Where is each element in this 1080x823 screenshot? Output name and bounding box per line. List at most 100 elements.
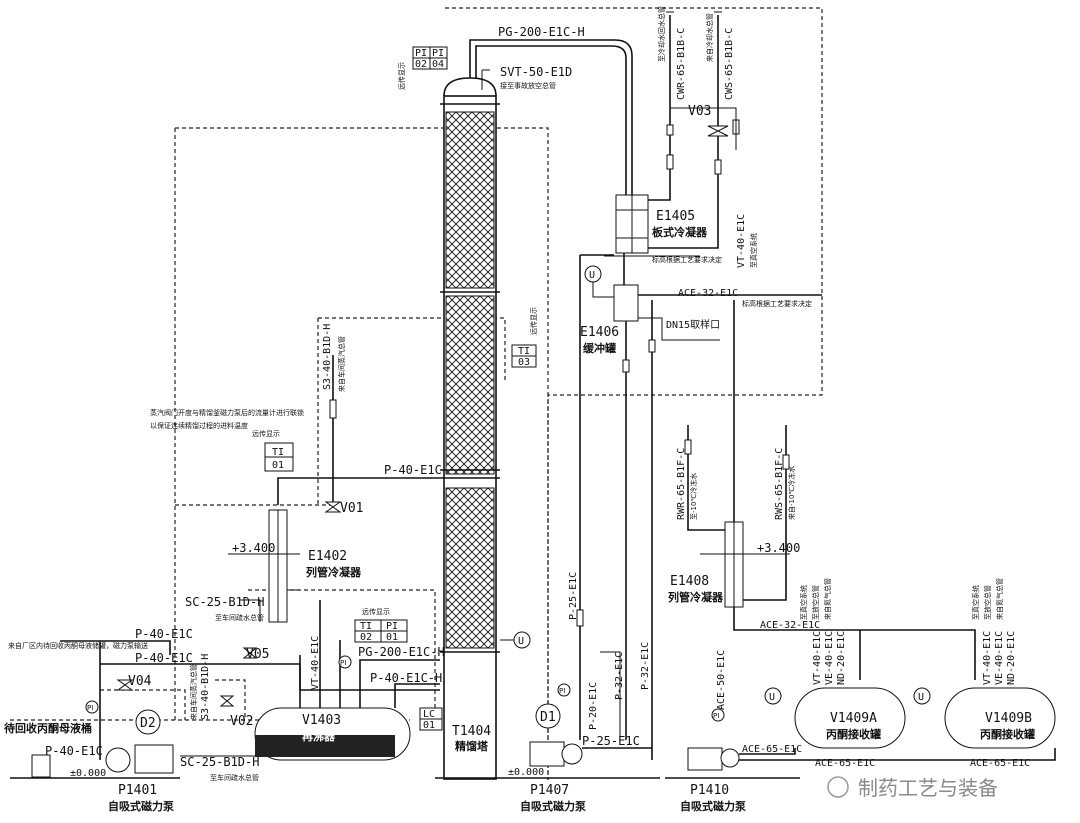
svg-text:PI: PI xyxy=(713,712,719,720)
watermark: 制药工艺与装备 xyxy=(827,776,998,800)
note-to-blowdown: 接至事故放空总管 xyxy=(500,81,556,90)
svg-text:P1407: P1407 xyxy=(530,783,569,798)
svg-text:RWS-65-B1F-C: RWS-65-B1F-C xyxy=(774,448,785,520)
svg-text:来自车间蒸汽总管: 来自车间蒸汽总管 xyxy=(189,664,198,720)
svg-text:来自氮气总管: 来自氮气总管 xyxy=(823,578,832,620)
svg-text:S3-40-B1D-H: S3-40-B1D-H xyxy=(322,324,333,390)
svg-text:LC: LC xyxy=(423,709,435,720)
reboiler-v1403: V1403 再沸器 VT-40-E1C PG-200-E1C-H P-40-E1… xyxy=(180,600,445,782)
svg-text:丙酮接收罐: 丙酮接收罐 xyxy=(826,727,881,741)
svg-text:D1: D1 xyxy=(540,710,556,725)
signal-boundaries xyxy=(10,7,823,780)
svg-text:来自氮气总管: 来自氮气总管 xyxy=(995,578,1004,620)
svg-text:VE-40-E1C: VE-40-E1C xyxy=(994,631,1005,685)
svg-text:ACE-65-E1C: ACE-65-E1C xyxy=(742,744,802,755)
svg-text:P-40-E1C-H: P-40-E1C-H xyxy=(370,671,442,685)
svg-text:VT-40-E1C: VT-40-E1C xyxy=(310,636,321,690)
svg-text:+3.400: +3.400 xyxy=(232,541,275,555)
overhead-vapor-line: PG-200-E1C-H SVT-50-E1D 接至事故放空总管 xyxy=(469,25,633,195)
svg-text:VE-40-E1C: VE-40-E1C xyxy=(824,631,835,685)
line-pg200-top: PG-200-E1C-H xyxy=(498,25,585,39)
svg-text:TI: TI xyxy=(518,346,530,357)
svg-text:自吸式磁力泵: 自吸式磁力泵 xyxy=(520,799,586,813)
svg-text:至冷却水回水总管: 至冷却水回水总管 xyxy=(657,6,666,62)
svg-text:标高根据工艺要求决定: 标高根据工艺要求决定 xyxy=(652,255,722,264)
svg-text:ND-20-E1C: ND-20-E1C xyxy=(836,631,847,685)
svg-text:SC-25-B1D-H: SC-25-B1D-H xyxy=(185,595,264,609)
svg-text:P-40-E1C: P-40-E1C xyxy=(384,463,442,477)
svg-text:S3-40-B1D-H: S3-40-B1D-H xyxy=(200,654,211,720)
svg-text:±0.000: ±0.000 xyxy=(508,767,544,778)
valve-v01: V01 xyxy=(340,501,363,516)
svg-text:U: U xyxy=(769,692,775,703)
svg-text:来自冷却水总管: 来自冷却水总管 xyxy=(705,13,714,62)
svg-text:E1405: E1405 xyxy=(656,209,695,224)
plate-condenser-e1405: E1405 板式冷凝器 标高根据工艺要求决定 xyxy=(604,194,722,264)
svg-text:PI: PI xyxy=(386,621,398,632)
svg-text:至车间疏水总管: 至车间疏水总管 xyxy=(215,613,264,622)
svg-text:01: 01 xyxy=(386,632,398,643)
svg-text:ACE-32-E1C: ACE-32-E1C xyxy=(760,620,820,631)
svg-text:04: 04 xyxy=(432,59,444,70)
svg-text:自吸式磁力泵: 自吸式磁力泵 xyxy=(680,799,746,813)
svg-text:E1408: E1408 xyxy=(670,574,709,589)
svg-text:02: 02 xyxy=(415,59,427,70)
svg-text:再沸器: 再沸器 xyxy=(302,729,336,743)
cooler-e1408: E1408 列管冷凝器 +3.400 RWR-65-B1F-C RWS-65-B… xyxy=(668,300,976,680)
svg-text:远传显示: 远传显示 xyxy=(362,607,390,616)
instrument-pi-02-04: PI 02 PI 04 远传显示 xyxy=(397,46,448,90)
pump-p1407: D1 PI U P-25-E1C ±0.000 P1407 自吸式磁力泵 xyxy=(500,631,660,813)
svg-text:P-40-E1C: P-40-E1C xyxy=(45,744,103,758)
svg-text:U: U xyxy=(918,692,924,703)
feed-lines: 来自厂区内待回收丙酮母液储罐，磁力泵输送 P-40-E1C P-40-E1C V… xyxy=(8,627,440,760)
pump-p1401: 待回收丙酮母液桶 D2 PI P-40-E1C ±0.000 P1401 自吸式… xyxy=(3,700,180,813)
svg-text:丙酮接收罐: 丙酮接收罐 xyxy=(980,727,1035,741)
svg-text:ACE-32-E1C: ACE-32-E1C xyxy=(678,288,738,299)
svg-text:至放空总管: 至放空总管 xyxy=(983,585,992,620)
svg-text:+3.400: +3.400 xyxy=(757,541,800,555)
svg-text:PI: PI xyxy=(432,48,444,59)
svg-text:E1402: E1402 xyxy=(308,549,347,564)
svg-text:ND-20-E1C: ND-20-E1C xyxy=(1006,631,1017,685)
svg-text:PI: PI xyxy=(559,687,565,695)
svg-text:来自车间蒸汽总管: 来自车间蒸汽总管 xyxy=(337,336,346,392)
valve-v04: V04 xyxy=(128,674,152,689)
valve-v03: V03 xyxy=(688,104,711,119)
valve-v02: V02 xyxy=(230,714,253,729)
buffer-tank-e1406: U E1406 缓冲罐 ACE-32-E1C 标高根据工艺要求决定 DN15取样… xyxy=(580,253,822,355)
reflux-lines: P-25-E1C P-32-E1C P-32-E1C P-20-E1C xyxy=(568,254,656,760)
svg-text:至-10℃冷冻水: 至-10℃冷冻水 xyxy=(689,473,698,520)
svg-text:待回收丙酮母液桶: 待回收丙酮母液桶 xyxy=(3,721,92,735)
line-cwr65: CWR-65-B1B-C xyxy=(676,28,687,100)
svg-text:V1409A: V1409A xyxy=(830,711,877,726)
cooling-water-lines: CWR-65-B1B-C CWS-65-B1B-C 至冷却水回水总管 来自冷却水… xyxy=(648,6,758,268)
svg-text:来自厂区内待回收丙酮母液储罐，磁力泵输送: 来自厂区内待回收丙酮母液储罐，磁力泵输送 xyxy=(8,641,148,650)
instrument-ti-03: TI 03 远传显示 xyxy=(511,307,538,368)
svg-text:RWR-65-B1F-C: RWR-65-B1F-C xyxy=(676,448,687,520)
svg-text:至放空总管: 至放空总管 xyxy=(811,585,820,620)
svg-text:DN15取样口: DN15取样口 xyxy=(666,318,720,331)
svg-text:标高根据工艺要求决定: 标高根据工艺要求决定 xyxy=(742,299,812,308)
svg-text:01: 01 xyxy=(423,720,435,731)
svg-text:V1409B: V1409B xyxy=(985,711,1032,726)
svg-text:U: U xyxy=(589,270,595,281)
svg-text:±0.000: ±0.000 xyxy=(70,768,106,779)
svg-text:来自-10℃冷冻水: 来自-10℃冷冻水 xyxy=(787,466,796,520)
svg-text:至真空系统: 至真空系统 xyxy=(799,585,808,620)
svg-text:TI: TI xyxy=(272,447,284,458)
svg-text:02: 02 xyxy=(360,632,372,643)
svg-text:E1406: E1406 xyxy=(580,325,619,340)
svg-text:SC-25-B1D-H: SC-25-B1D-H xyxy=(180,755,259,769)
svg-text:VT-40-E1C: VT-40-E1C xyxy=(736,214,747,268)
watermark-text: 制药工艺与装备 xyxy=(858,776,998,800)
column-t1404: T1404 精馏塔 xyxy=(435,77,505,780)
svg-text:P1401: P1401 xyxy=(118,783,157,798)
valve-v05: V05 xyxy=(246,647,269,662)
receiver-v1409a: V1409A 丙酮接收罐 U VT-40-E1C VE-40-E1C ND-20… xyxy=(764,578,906,769)
column-name: 精馏塔 xyxy=(455,739,489,753)
svg-text:VT-40-E1C: VT-40-E1C xyxy=(982,631,993,685)
svg-text:PI: PI xyxy=(87,704,93,712)
svg-text:至真空系统: 至真空系统 xyxy=(749,233,758,268)
line-svt50: SVT-50-E1D xyxy=(500,65,572,79)
svg-text:远传显示: 远传显示 xyxy=(529,307,538,335)
